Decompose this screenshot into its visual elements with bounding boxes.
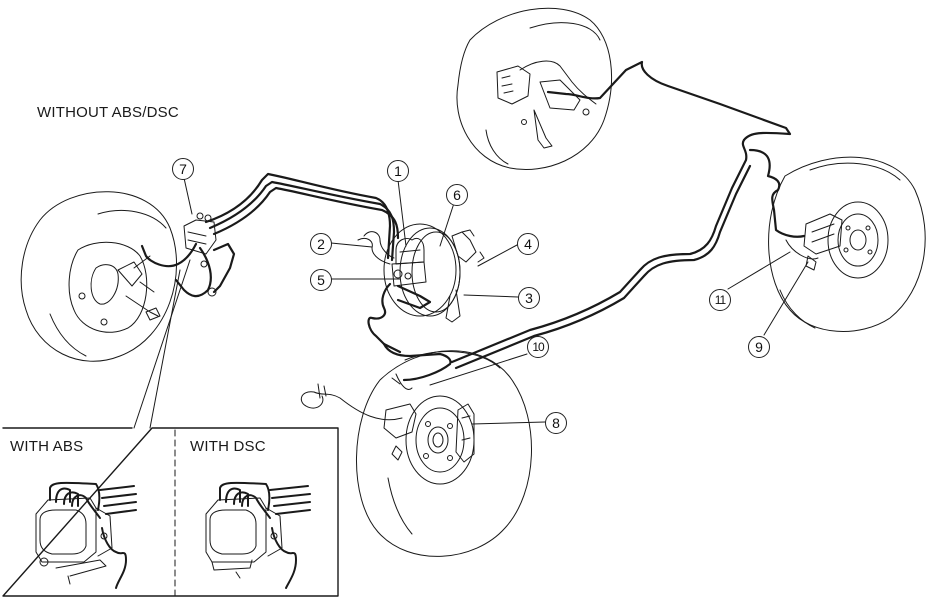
with-abs-label: WITH ABS [10,438,84,455]
without-abs-dsc-label: WITHOUT ABS/DSC [37,104,179,121]
callout-3: 3 [518,287,540,309]
wheel-front-right [300,350,532,557]
wheel-front-left [20,191,178,362]
callout-7: 7 [172,158,194,180]
callout-leaders [133,177,809,429]
callout-10: 10 [527,336,549,358]
inset-panel [2,427,339,597]
dsc-unit-illustration [205,481,311,589]
abs-unit-illustration [35,481,137,589]
brake-booster-assembly [357,223,485,323]
callout-1: 1 [387,160,409,182]
hydraulic-unit-7 [183,212,217,297]
callout-2: 2 [310,233,332,255]
callout-4: 4 [517,233,539,255]
callout-6: 6 [446,184,468,206]
wheel-rear-top [456,7,613,171]
callout-5: 5 [310,269,332,291]
callout-8: 8 [545,412,567,434]
callout-9: 9 [748,336,770,358]
with-dsc-label: WITH DSC [190,438,266,455]
wheel-rear-right [768,156,926,332]
callout-11: 11 [709,289,731,311]
brake-pipes [140,60,806,382]
